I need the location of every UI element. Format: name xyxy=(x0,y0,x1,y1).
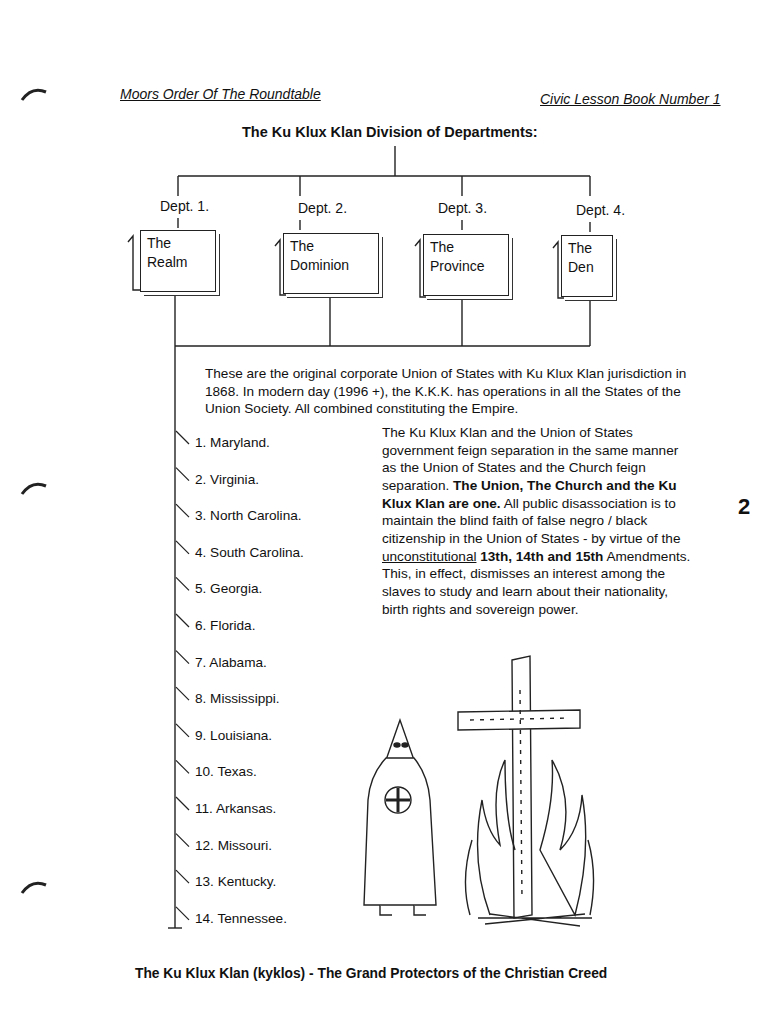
department-node: Dept. 4.The Den xyxy=(561,202,613,297)
state-list-item: 10. Texas. xyxy=(195,764,257,779)
state-list-item: 13. Kentucky. xyxy=(195,874,276,889)
department-node: Dept. 2. The Dominion xyxy=(283,200,379,294)
state-list-item: 7. Alabama. xyxy=(195,655,267,670)
department-name: The Dominion xyxy=(290,237,372,275)
state-list-item: 8. Mississippi. xyxy=(195,691,280,706)
leader-line xyxy=(176,431,189,444)
state-list-item: 14. Tennessee. xyxy=(195,911,287,926)
header-right: Civic Lesson Book Number 1 xyxy=(540,91,721,107)
department-box: The Realm xyxy=(140,230,216,292)
department-number: Dept. 2. xyxy=(298,200,347,216)
leader-line xyxy=(176,870,189,883)
department-name: The Realm xyxy=(147,234,209,272)
state-list-item: 4. South Carolina. xyxy=(195,545,304,560)
state-list-item: 12. Missouri. xyxy=(195,838,272,853)
header-left: Moors Order Of The Roundtable xyxy=(120,86,321,102)
leader-line xyxy=(176,797,189,810)
state-list-item: 3. North Carolina. xyxy=(195,508,302,523)
intro-paragraph: These are the original corporate Union o… xyxy=(205,365,703,418)
department-node: Dept. 1. The Realm xyxy=(140,198,216,292)
department-box: The Den xyxy=(561,235,613,297)
department-number: Dept. 1. xyxy=(160,198,209,214)
leader-line xyxy=(176,577,189,590)
department-name: The Den xyxy=(568,239,606,277)
state-list-item: 9. Louisiana. xyxy=(195,728,272,743)
department-box: The Province xyxy=(423,234,509,296)
state-list-item: 5. Georgia. xyxy=(195,581,262,596)
claim-paragraph: The Ku Klux Klan and the Union of States… xyxy=(382,424,694,618)
leader-line xyxy=(176,541,189,554)
leader-line xyxy=(176,468,189,481)
department-node: Dept. 3. The Province xyxy=(423,200,509,296)
leader-line xyxy=(176,760,189,773)
department-number: Dept. 4. xyxy=(576,202,625,218)
paragraph-bold: 13th, 14th and 15th xyxy=(480,549,603,564)
leader-line xyxy=(176,504,189,517)
bottom-caption: The Ku Klux Klan (kyklos) - The Grand Pr… xyxy=(135,966,607,981)
diagram-title: The Ku Klux Klan Division of Departments… xyxy=(242,124,538,140)
leader-line xyxy=(176,651,189,664)
leader-line xyxy=(176,614,189,627)
state-list-item: 6. Florida. xyxy=(195,618,255,633)
state-list-item: 1. Maryland. xyxy=(195,435,270,450)
department-number: Dept. 3. xyxy=(438,200,487,216)
leader-line xyxy=(176,907,189,920)
leader-line xyxy=(176,724,189,737)
state-list-item: 11. Arkansas. xyxy=(195,801,276,816)
state-list-item: 2. Virginia. xyxy=(195,472,259,487)
department-name: The Province xyxy=(430,238,502,276)
page-number: 2 xyxy=(738,494,750,520)
leader-line xyxy=(176,687,189,700)
leader-line xyxy=(176,834,189,847)
department-box: The Dominion xyxy=(283,233,379,294)
paragraph-underlined: unconstitutional xyxy=(382,549,476,564)
